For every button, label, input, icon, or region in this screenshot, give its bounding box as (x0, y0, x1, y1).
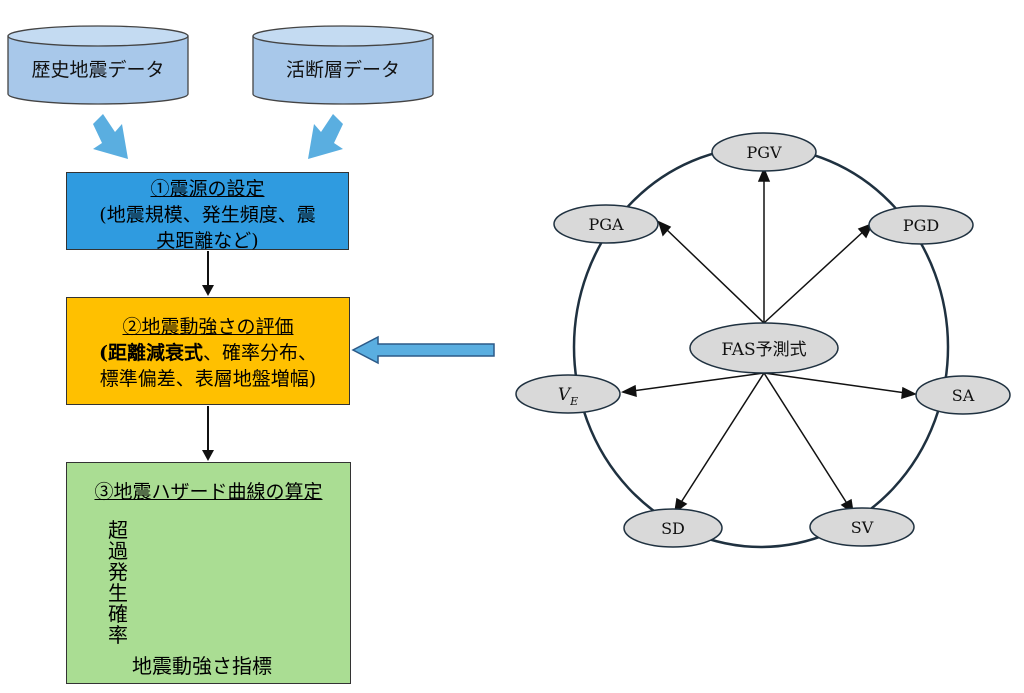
source-historical-earthquake: 歴史地震データ (7, 25, 189, 105)
node-sa: SA (915, 375, 1011, 415)
y-label-char: 発 (108, 560, 128, 584)
down-arrow-left (93, 114, 128, 159)
node-sv: SV (809, 507, 915, 547)
source-active-fault-label: 活断層データ (286, 59, 400, 81)
edge-to-pgd (763, 222, 874, 324)
node-pgd: PGD (868, 205, 974, 245)
step-2-ground-motion-evaluation: ②地震動強さの評価 (距離減衰式、確率分布、 標準偏差、表層地盤増幅) (66, 297, 350, 405)
step-1-title: ①震源の設定 (150, 178, 265, 200)
step-3-title: ③地震ハザード曲線の算定 (94, 481, 323, 503)
node-ve-label: V (558, 385, 572, 405)
down-arrow-right (308, 114, 343, 159)
flow-arrow-1-to-2 (202, 251, 214, 296)
node-sd-label: SD (661, 519, 685, 538)
node-ve: VE (515, 374, 621, 414)
source-historical-label: 歴史地震データ (31, 59, 164, 81)
edge-to-pga (657, 220, 765, 324)
edge-to-sd (673, 372, 765, 514)
step-2-line-1: (距離減衰式、確率分布、 (67, 340, 349, 366)
node-pgv: PGV (711, 132, 817, 172)
step-2-title: ②地震動強さの評価 (122, 316, 294, 338)
step-2-line-1-bold: (距離減衰式 (98, 342, 203, 364)
node-center-label: FAS予測式 (721, 340, 806, 360)
node-pga: PGA (553, 204, 659, 244)
node-pgv-label: PGV (746, 143, 782, 162)
node-sv-label: SV (851, 518, 874, 537)
step-1-line-1: (地震規模、発生頻度、震 (99, 204, 316, 226)
y-label-char: 超 (108, 518, 128, 542)
edge-to-pgv (757, 167, 771, 323)
step-2-line-1-rest: 、確率分布、 (202, 342, 317, 364)
node-pgd-label: PGD (903, 216, 939, 235)
step-3-hazard-curve: ③地震ハザード曲線の算定 (66, 462, 351, 684)
node-ve-subscript: E (569, 395, 578, 408)
svg-text:VE: VE (558, 385, 578, 408)
y-label-char: 過 (108, 539, 128, 563)
step-2-line-2: 標準偏差、表層地盤増幅) (99, 368, 317, 390)
node-center-fas: FAS予測式 (689, 322, 839, 374)
source-active-fault: 活断層データ (252, 25, 434, 105)
edge-to-ve (620, 372, 765, 398)
edge-to-sa (763, 372, 918, 400)
y-label-char: 確 (108, 602, 128, 626)
step-1-line-2: 央距離など) (156, 230, 259, 252)
node-sd: SD (623, 508, 723, 548)
step-1-source-setting: ①震源の設定 (地震規模、発生頻度、震 央距離など) (66, 172, 349, 252)
node-sa-label: SA (952, 386, 975, 405)
edge-to-sv (763, 372, 855, 515)
node-pga-label: PGA (588, 215, 624, 234)
y-label-char: 生 (108, 581, 128, 605)
left-block-arrow (351, 335, 495, 365)
flow-arrow-2-to-3 (202, 406, 214, 461)
hazard-y-axis-label: 超 過 発 生 確 率 (106, 520, 130, 646)
y-label-char: 率 (108, 623, 128, 647)
hazard-x-axis-label: 地震動強さ指標 (132, 654, 272, 678)
